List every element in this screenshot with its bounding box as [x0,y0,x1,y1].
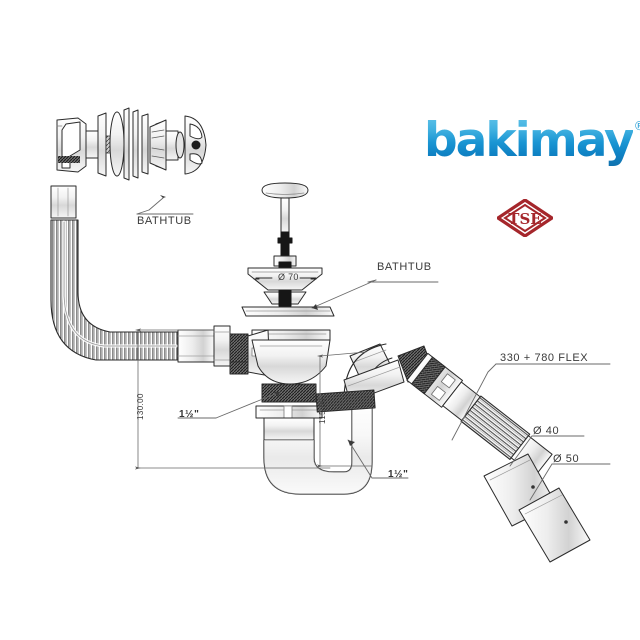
label-bathtub-drain: BATHTUB [377,261,432,273]
overflow-cover-front [184,115,207,175]
tse-diamond-icon: TSE [495,198,555,238]
leader-bathtub-drain [311,279,439,309]
pull-stopper [261,182,309,257]
dimension-outlet-small: Ø 40 [533,425,560,437]
dimension-outlet-large: Ø 50 [553,453,580,465]
dimension-lines [134,328,373,470]
leader-d50 [529,463,611,501]
leader-flex [451,363,611,441]
brand-logo: bakimay ® [424,116,640,168]
waste-body [213,325,331,419]
overflow-cover-cap [149,119,185,171]
leader-thread-trap [347,439,409,479]
dimension-overflow-height: 130.00 [136,393,145,420]
leader-bathtub-overflow [136,197,194,215]
flex-outlet-hose [406,352,591,563]
registered-trademark-icon: ® [633,119,640,133]
brand-name: bakimay [424,113,635,168]
corrugated-overflow-hose [50,185,215,363]
drain-gasket [241,306,335,317]
outlet-adapter [483,453,591,563]
label-bathtub-overflow: BATHTUB [137,215,192,227]
dimension-thread-trap: 1½" [388,469,409,480]
leader-d40 [509,435,585,467]
overflow-faceplate-assembly [56,107,163,181]
dimension-thread-overflow: 1½" [179,409,200,420]
label-flex-length: 330 + 780 FLEX [500,352,589,364]
dimension-trap-height: 115.00 [318,397,327,424]
tse-certification-mark: TSE [495,198,555,238]
tse-letters: TSE [508,210,541,228]
leader-thread-overflow [177,391,281,419]
drain-strainer [247,255,323,307]
dimension-strainer-diameter: Ø 70 [278,272,299,282]
